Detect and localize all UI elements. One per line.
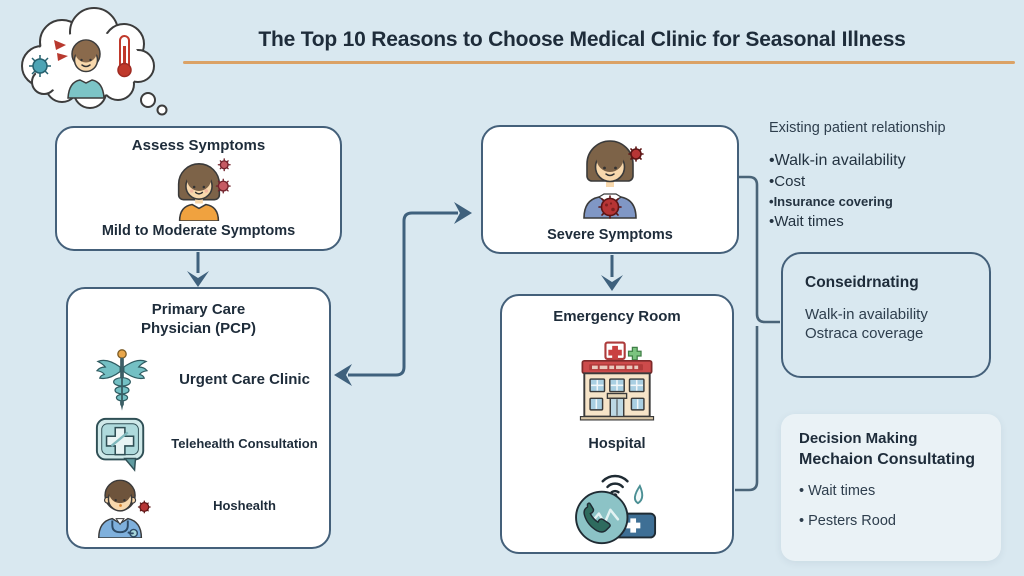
virus-icon: [215, 158, 231, 194]
pcp-item-label: Hoshealth: [213, 498, 276, 514]
thermometer-icon: [117, 35, 132, 78]
emergency-room-box: Emergency Room: [500, 294, 734, 554]
assess-symptoms-box: Assess Symptoms Mild to Moderate Symptom…: [55, 126, 342, 251]
title-accent-line: [183, 61, 1015, 64]
pcp-title-line2: Physician (PCP): [140, 319, 257, 337]
telehealth-call-icon: [575, 474, 657, 545]
page-title: The Top 10 Reasons to Choose Medical Cli…: [258, 28, 906, 51]
sick-person-thought-bubble-icon: [21, 7, 168, 116]
virus-icon: [137, 500, 151, 514]
severe-patient-icon: [583, 140, 644, 219]
decision-item: Wait times: [799, 483, 1001, 499]
virus-icon: [598, 146, 644, 219]
pcp-item-label: Telehealth Consultation: [171, 436, 318, 452]
decision-item: Pesters Rood: [799, 513, 1001, 529]
decision-making-box: Decision Making Mechaion Consultating Wa…: [781, 414, 1001, 561]
arrow-assess-to-pcp: [187, 252, 209, 287]
arrow-severe-to-er: [601, 255, 623, 291]
person-icon: [67, 39, 105, 99]
decision-title-line2: Mechaion Consultating: [799, 451, 975, 468]
factors-list: Existing patient relationship Walk-in av…: [769, 120, 1019, 234]
factor-item: Insurance covering: [769, 194, 1019, 210]
factors-heading: Existing patient relationship: [769, 120, 946, 136]
considering-line: Walk-in availability: [805, 306, 928, 323]
er-subtitle: Hospital: [588, 435, 646, 452]
pcp-row-telehealth: Telehealth Consultation: [76, 416, 321, 472]
assess-title: Assess Symptoms: [131, 137, 266, 154]
caduceus-icon: [96, 348, 148, 411]
connector-considering-to-er: [735, 326, 759, 492]
factor-item: Cost: [769, 173, 1019, 191]
hospital-building-icon: [579, 341, 655, 421]
factor-item: Wait times: [769, 213, 1019, 231]
decision-title-line1: Decision Making: [799, 430, 918, 447]
pcp-row-hoshealth: Hoshealth: [76, 474, 321, 538]
sneeze-icon: [54, 40, 68, 61]
considering-box: Conseidrnating Walk-in availability Ostr…: [781, 252, 991, 378]
factor-item: Walk-in availability: [769, 151, 1019, 170]
er-title: Emergency Room: [553, 308, 681, 325]
pcp-row-urgent-care: Urgent Care Clinic: [76, 346, 321, 414]
severe-symptoms-box: Severe Symptoms: [481, 125, 739, 254]
pcp-item-label: Urgent Care Clinic: [179, 371, 310, 389]
considering-line: Ostraca coverage: [805, 324, 924, 342]
severe-label: Severe Symptoms: [547, 227, 673, 243]
considering-title: Conseidrnating: [805, 274, 919, 291]
pcp-box: Primary Care Physician (PCP): [66, 287, 331, 549]
arrow-pcp-severe-connector: [334, 202, 472, 386]
assess-subtitle: Mild to Moderate Symptoms: [101, 223, 296, 239]
doctor-icon: [98, 479, 151, 538]
pcp-title-line1: Primary Care: [151, 301, 246, 318]
telehealth-chat-icon: [95, 417, 145, 472]
mild-patient-icon: [177, 158, 231, 222]
virus-icon: [29, 55, 51, 77]
